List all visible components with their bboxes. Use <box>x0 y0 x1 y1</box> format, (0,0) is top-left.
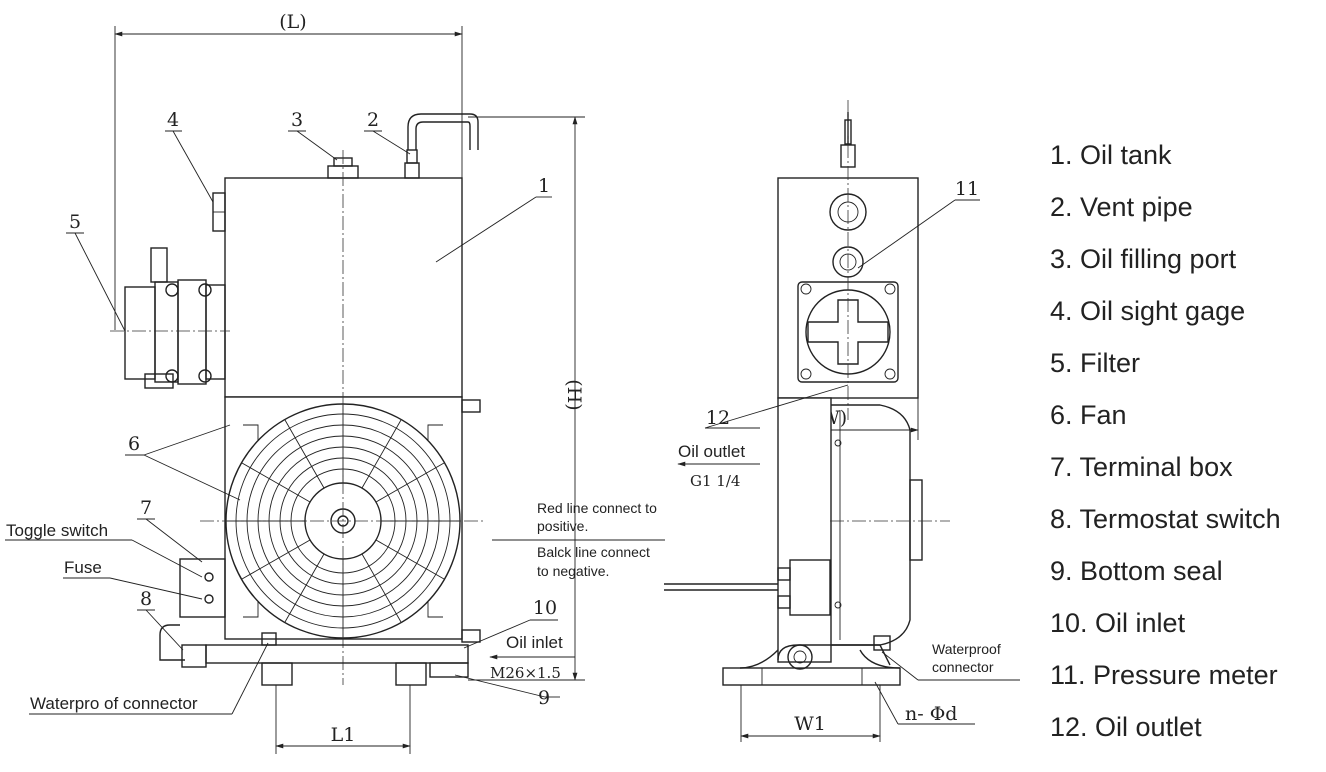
black-line-text-2: to negative. <box>537 563 609 579</box>
callout-11: 11 <box>955 178 979 200</box>
black-line-text-1: Balck line connect <box>537 544 650 560</box>
side-cooler <box>777 397 832 663</box>
dim-height-label: (H) <box>563 379 585 410</box>
callout-3: 3 <box>291 109 303 131</box>
callout-1: 1 <box>538 175 550 197</box>
legend-item: 9. Bottom seal <box>1050 556 1223 586</box>
waterproof-connector-label: Waterpro of connector <box>30 694 198 713</box>
fuse-label: Fuse <box>64 558 102 577</box>
callout-8: 8 <box>140 588 152 610</box>
toggle-switch-label: Toggle switch <box>6 521 108 540</box>
callout-6: 6 <box>128 433 140 455</box>
legend-item: 6. Fan <box>1050 400 1127 430</box>
callout-4: 4 <box>167 109 179 131</box>
oil-outlet-label: Oil outlet <box>678 442 745 461</box>
legend-item: 10. Oil inlet <box>1050 608 1186 638</box>
legend-item: 12. Oil outlet <box>1050 712 1202 742</box>
oil-outlet-thread: G1 1/4 <box>690 472 740 490</box>
side-view: (W) W1 n- Φd 11 <box>677 100 1020 742</box>
oil-inlet-thread: M26×1.5 <box>490 664 561 682</box>
legend-item: 4. Oil sight gage <box>1050 296 1246 326</box>
parts-legend: 1. Oil tank 2. Vent pipe 3. Oil filling … <box>1050 136 1281 760</box>
legend-item: 1. Oil tank <box>1050 140 1172 170</box>
legend-item: 7. Terminal box <box>1050 452 1233 482</box>
callout-2: 2 <box>367 109 379 131</box>
cooler-housing <box>224 396 463 640</box>
legend-item: 8. Termostat switch <box>1050 504 1281 534</box>
callout-12: 12 <box>706 407 730 429</box>
legend-item: 2. Vent pipe <box>1050 192 1193 222</box>
front-view: (L) (H) <box>5 11 585 754</box>
legend-item: 11. Pressure meter <box>1050 660 1278 690</box>
waterproof-label-2: connector <box>932 659 994 675</box>
legend-item: 3. Oil filling port <box>1050 244 1237 274</box>
oil-tank <box>224 177 463 398</box>
red-line-text-1: Red line connect to <box>537 500 657 516</box>
oil-inlet-label: Oil inlet <box>506 633 563 652</box>
dim-length-label: (L) <box>279 11 306 33</box>
dim-l1-label: L1 <box>331 724 356 746</box>
callout-5: 5 <box>69 211 81 233</box>
callout-10: 10 <box>533 597 557 619</box>
legend-item: 5. Filter <box>1050 348 1141 378</box>
dim-w1-label: W1 <box>794 713 826 735</box>
waterproof-label-1: Waterproof <box>932 641 1001 657</box>
wiring-note: Red line connect to positive. Balck line… <box>492 500 780 591</box>
callout-7: 7 <box>140 497 152 519</box>
hole-spec-label: n- Φd <box>905 703 957 725</box>
red-line-text-2: positive. <box>537 518 588 534</box>
callout-9: 9 <box>538 687 550 709</box>
